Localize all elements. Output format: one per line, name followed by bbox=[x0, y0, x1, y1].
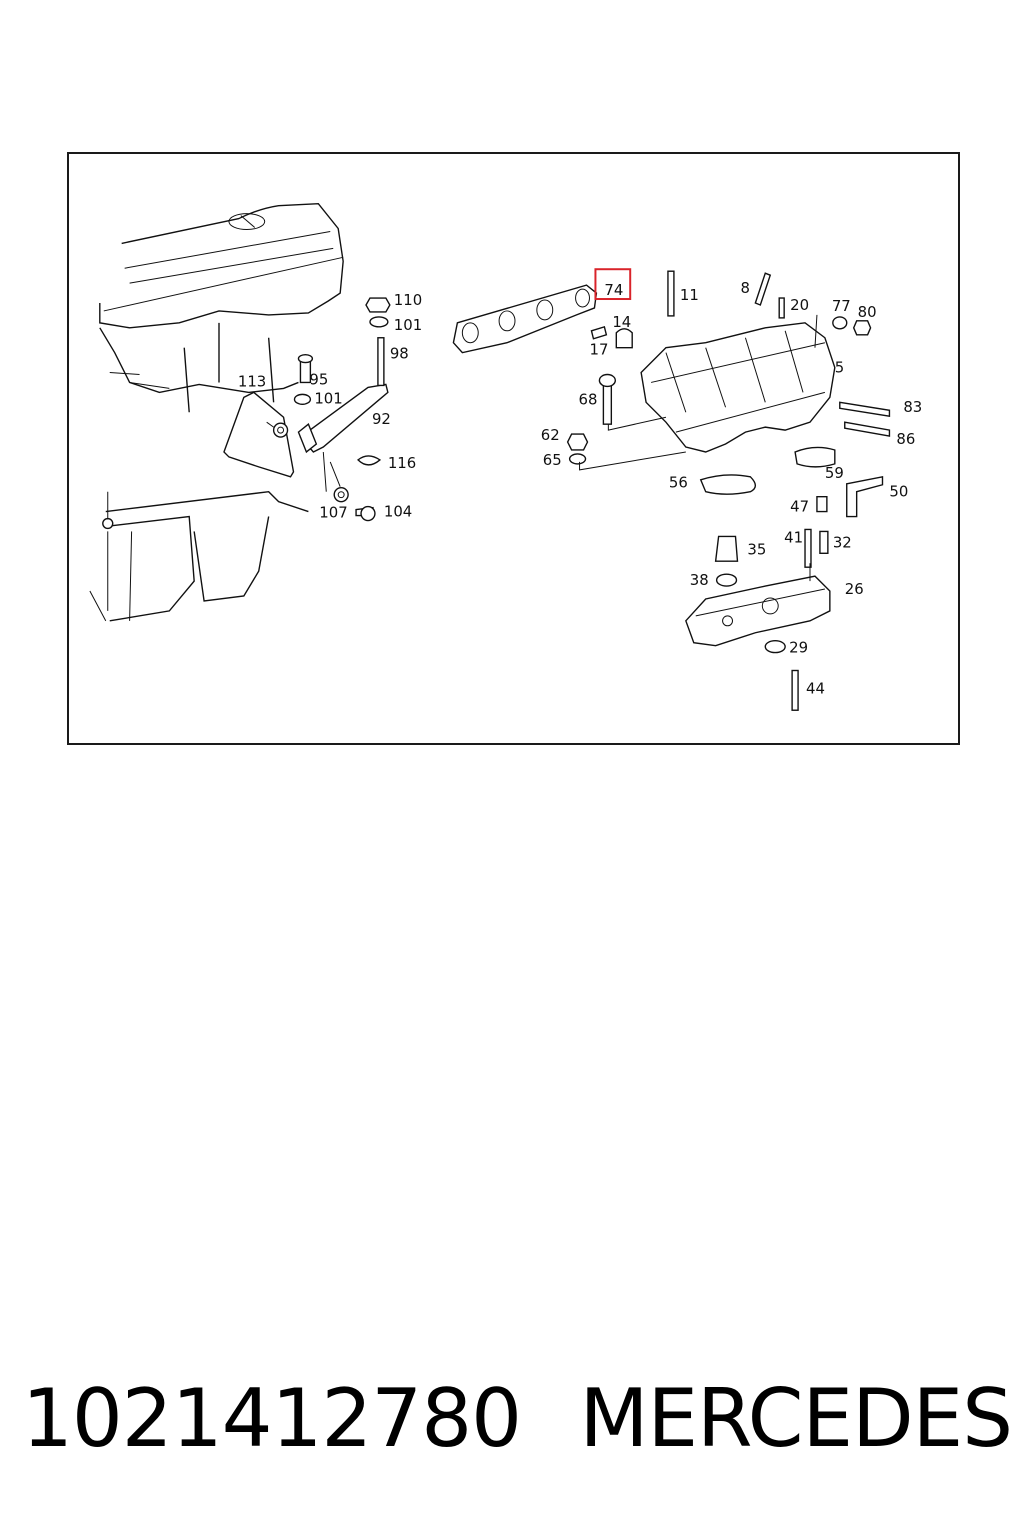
callout-8[interactable]: 8 bbox=[740, 279, 749, 297]
callout-116[interactable]: 116 bbox=[388, 454, 416, 472]
callout-35[interactable]: 35 bbox=[747, 540, 766, 558]
callout-83[interactable]: 83 bbox=[903, 398, 922, 416]
highlight-box bbox=[594, 268, 632, 301]
callout-65[interactable]: 65 bbox=[543, 451, 562, 469]
product-caption: 1021412780 MERCEDES bbox=[22, 1368, 1013, 1468]
lower-manifold-drawing bbox=[685, 475, 884, 711]
diagram-illustration: 74 11 8 20 77 80 14 17 5 68 83 86 62 65 … bbox=[89, 202, 922, 711]
callout-56[interactable]: 56 bbox=[669, 474, 688, 492]
callout-labels: 74 11 8 20 77 80 14 17 5 68 83 86 62 65 … bbox=[238, 279, 922, 697]
callout-41[interactable]: 41 bbox=[784, 528, 803, 546]
leader-lines bbox=[579, 314, 818, 582]
manifold-gasket-drawing bbox=[452, 284, 598, 354]
part-number: 1021412780 bbox=[22, 1371, 522, 1465]
callout-107[interactable]: 107 bbox=[319, 504, 347, 522]
callout-47[interactable]: 47 bbox=[790, 498, 809, 516]
callout-20[interactable]: 20 bbox=[790, 296, 809, 314]
callout-44[interactable]: 44 bbox=[806, 679, 825, 697]
callout-86[interactable]: 86 bbox=[896, 430, 915, 448]
callout-101-lower[interactable]: 101 bbox=[314, 389, 342, 407]
engine-block-drawing bbox=[89, 202, 344, 622]
callout-32[interactable]: 32 bbox=[833, 533, 852, 551]
intake-manifold-drawing bbox=[566, 270, 891, 495]
bracket-assembly-drawing bbox=[223, 297, 391, 522]
callout-17[interactable]: 17 bbox=[589, 341, 608, 359]
callout-80[interactable]: 80 bbox=[858, 303, 877, 321]
callout-110[interactable]: 110 bbox=[394, 291, 422, 309]
callout-77[interactable]: 77 bbox=[832, 297, 851, 315]
callout-38[interactable]: 38 bbox=[690, 571, 709, 589]
callout-29[interactable]: 29 bbox=[789, 639, 808, 657]
callout-74[interactable]: 74 bbox=[604, 281, 623, 299]
callout-26[interactable]: 26 bbox=[845, 580, 864, 598]
callout-92[interactable]: 92 bbox=[372, 410, 391, 428]
brand-name: MERCEDES bbox=[579, 1371, 1013, 1465]
callout-95[interactable]: 95 bbox=[309, 370, 328, 388]
callout-113[interactable]: 113 bbox=[238, 372, 266, 390]
callout-14[interactable]: 14 bbox=[612, 313, 631, 331]
callout-59[interactable]: 59 bbox=[825, 464, 844, 482]
parts-diagram: 74 11 8 20 77 80 14 17 5 68 83 86 62 65 … bbox=[67, 152, 960, 745]
callout-11[interactable]: 11 bbox=[680, 286, 699, 304]
callout-68[interactable]: 68 bbox=[579, 390, 598, 408]
callout-5[interactable]: 5 bbox=[835, 359, 844, 377]
callout-62[interactable]: 62 bbox=[541, 426, 560, 444]
callout-101-upper[interactable]: 101 bbox=[394, 316, 422, 334]
callout-50[interactable]: 50 bbox=[889, 483, 908, 501]
callout-98[interactable]: 98 bbox=[390, 345, 409, 363]
callout-104[interactable]: 104 bbox=[384, 503, 412, 521]
